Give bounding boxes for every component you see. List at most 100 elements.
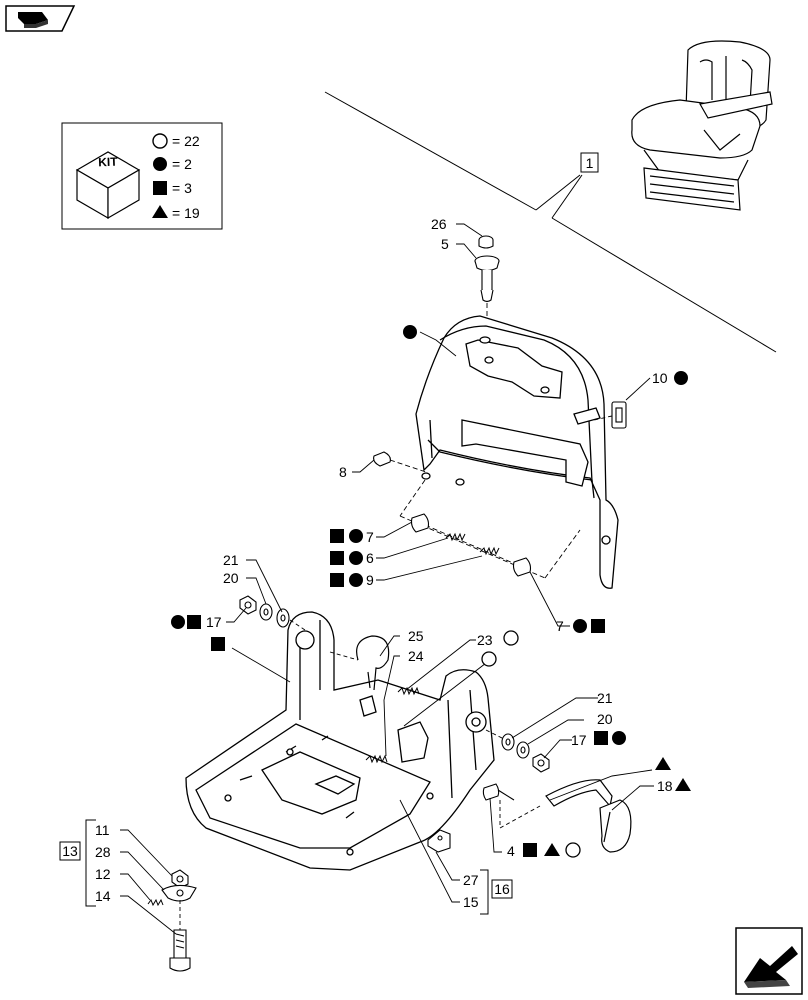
callout-28: 28 <box>95 844 111 860</box>
filled-circle-symbol <box>153 157 167 171</box>
callout-9: 9 <box>366 572 374 588</box>
kit-entry-filled-square: = 3 <box>172 180 192 196</box>
part-14-bolt <box>169 929 191 972</box>
filled-square-symbol <box>211 637 225 651</box>
reference-lines <box>324 91 777 353</box>
callout-14: 14 <box>95 888 111 904</box>
callout-17b: 17 <box>571 732 587 748</box>
callout-12: 12 <box>95 866 111 882</box>
kit-markers <box>171 325 691 858</box>
book-icon[interactable] <box>5 5 76 32</box>
callout-5: 5 <box>441 236 449 252</box>
part-28-washer <box>161 884 197 902</box>
reference-box-1[interactable]: 1 <box>580 152 599 173</box>
kit-box-label: KIT <box>98 155 118 170</box>
callout-15: 15 <box>463 894 479 910</box>
filled-circle-symbol <box>349 551 363 565</box>
callout-labels: 26 5 10 8 7 6 9 7 21 20 17 25 24 23 21 2… <box>95 216 673 910</box>
callout-21b: 21 <box>597 690 613 706</box>
part-25-clip <box>356 635 390 691</box>
open-circle-symbol <box>481 651 497 667</box>
callout-7b: 7 <box>556 618 564 634</box>
callout-21a: 21 <box>223 552 239 568</box>
filled-square-symbol <box>330 529 344 543</box>
filled-square-symbol <box>330 573 344 587</box>
reference-box-13[interactable]: 13 <box>59 841 81 861</box>
part-23-spring <box>365 754 388 764</box>
svg-text:1: 1 <box>586 155 594 171</box>
open-circle-symbol <box>565 842 581 858</box>
filled-circle-symbol <box>171 615 185 629</box>
callout-4: 4 <box>507 843 515 859</box>
part-18-handle <box>545 779 632 853</box>
filled-circle-symbol <box>349 573 363 587</box>
part-26-cap <box>478 235 494 249</box>
filled-triangle-symbol <box>152 205 168 218</box>
callout-11: 11 <box>95 822 110 838</box>
callout-6: 6 <box>366 550 374 566</box>
kit-entry-filled-triangle: = 19 <box>172 205 200 221</box>
group-16-bracket <box>480 869 489 915</box>
callout-26: 26 <box>431 216 447 232</box>
seat-assembly-thumbnail <box>631 40 773 211</box>
part-20-washer-left <box>259 603 273 621</box>
part-10-clip <box>611 401 627 429</box>
filled-triangle-symbol <box>544 843 560 856</box>
seat-pan-frame <box>415 315 619 589</box>
callout-7a: 7 <box>366 529 374 545</box>
kit-legend: KIT = 22 = 2 = 3 = 19 <box>61 122 223 230</box>
callout-8: 8 <box>339 464 347 480</box>
filled-square-symbol <box>153 181 167 195</box>
callout-25: 25 <box>408 628 424 644</box>
callout-18: 18 <box>657 778 673 794</box>
part-7-bushing-right <box>512 557 532 577</box>
part-12-spring <box>147 898 164 907</box>
filled-circle-symbol <box>403 325 417 339</box>
filled-square-symbol <box>523 843 537 857</box>
open-circle-symbol <box>152 133 168 149</box>
callout-24: 24 <box>408 648 424 664</box>
kit-entry-open-circle: = 22 <box>172 133 200 149</box>
part-9-spring <box>479 546 500 556</box>
part-17-nut-left <box>239 595 257 615</box>
callout-23: 23 <box>477 632 493 648</box>
svg-text:13: 13 <box>62 843 78 859</box>
part-7-bushing-left <box>410 513 430 533</box>
part-21-washer-left <box>276 608 290 628</box>
filled-square-symbol <box>591 619 605 633</box>
part-4-pin <box>482 783 515 801</box>
open-circle-symbol <box>503 630 519 646</box>
group-13-bracket <box>85 819 96 907</box>
reference-box-16[interactable]: 16 <box>491 879 513 899</box>
callout-27: 27 <box>463 872 479 888</box>
filled-triangle-symbol <box>675 778 691 791</box>
svg-text:16: 16 <box>494 881 510 897</box>
callout-10: 10 <box>652 370 668 386</box>
part-6-spring <box>445 532 466 542</box>
filled-square-symbol <box>330 551 344 565</box>
part-27-latch <box>427 829 451 853</box>
filled-circle-symbol <box>674 371 688 385</box>
part-20-washer-right <box>516 741 530 759</box>
part-17-nut-right <box>532 753 550 773</box>
part-5-pin <box>474 255 500 303</box>
filled-circle-symbol <box>573 619 587 633</box>
part-11-nut <box>171 869 189 889</box>
filled-square-symbol <box>187 615 201 629</box>
part-21-washer-right <box>501 733 515 751</box>
bushing-group <box>399 479 581 579</box>
filled-circle-symbol <box>612 731 626 745</box>
filled-circle-symbol <box>349 529 363 543</box>
callout-20a: 20 <box>223 570 239 586</box>
part-24-spring <box>397 686 420 696</box>
filled-triangle-symbol <box>655 757 671 770</box>
seat-base <box>185 611 495 871</box>
filled-square-symbol <box>594 731 608 745</box>
next-page-arrow-icon[interactable] <box>735 927 803 995</box>
kit-cube-icon: KIT <box>75 151 141 220</box>
callout-20b: 20 <box>597 711 613 727</box>
kit-entry-filled-circle: = 2 <box>172 156 192 172</box>
part-8-pin <box>373 451 391 467</box>
callout-17a: 17 <box>206 614 222 630</box>
